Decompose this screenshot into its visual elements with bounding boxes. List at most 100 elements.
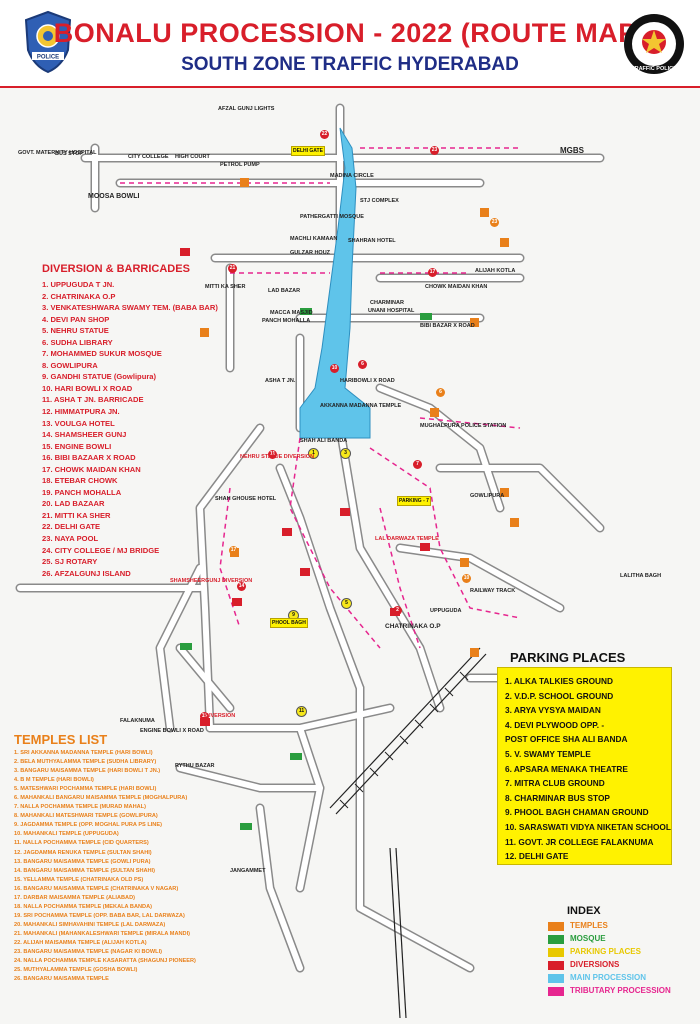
diversion-item: 16. BIBI BAZAAR X ROAD (42, 453, 136, 463)
legend-label: TEMPLES (570, 921, 608, 930)
parking-item: 12. DELHI GATE (505, 851, 569, 862)
label-petrol-pump: PETROL PUMP (220, 162, 260, 168)
parking-item: 7. MITRA CLUB GROUND (505, 778, 605, 789)
label-railway-track: RAILWAY TRACK (470, 588, 516, 594)
label-chatrinaka: CHATRINAKA O.P (385, 623, 441, 630)
temple-item: 11. NALLA POCHAMMA TEMPLE (CID QUARTERS) (14, 840, 149, 847)
label-mogalpura: MUGHALPURA POLICE STATION (420, 423, 507, 429)
label-engine-bowli: ENGINE BOWLI X ROAD (140, 728, 204, 734)
temple-item: 18. NALLA POCHAMMA TEMPLE (MEKALA BANDA) (14, 903, 152, 910)
diversion-item: 14. SHAMSHEER GUNJ (42, 430, 127, 440)
label-govt-maternity: GOVT. MATERNITY HOSPITAL (18, 150, 97, 156)
legend-label: MAIN PROCESSION (570, 973, 647, 982)
label-haribowli: HARIBOWLI X ROAD (340, 378, 395, 384)
railway-track (329, 647, 487, 1019)
label-falaknuma: FALAKNUMA (120, 718, 155, 724)
diversion-item: 1. UPPUGUDA T JN. (42, 280, 115, 289)
diversions-list: 1. UPPUGUDA T JN. 2. CHATRINAKA O.P 3. VEN… (42, 279, 218, 579)
parking-marker: 5 (341, 598, 352, 609)
diversion-item: 7. MOHAMMED SUKUR MOSQUE (42, 349, 162, 359)
parking-panel: 1. ALKA TALKIES GROUND 2. V.D.P. SCHOOL G… (497, 667, 672, 865)
temple-item: 5. MATESHWARI POCHAMMA TEMPLE (HARI BOWL… (14, 786, 157, 793)
diversion-item: 2. CHATRINAKA O.P (42, 291, 116, 301)
parking-item: 8. CHARMINAR BUS STOP (505, 792, 610, 803)
label-lad-bazar: LAD BAZAR (268, 288, 301, 294)
diversion-item: 23. NAYA POOL (42, 534, 99, 544)
label-moosa-bowli: MOOSA BOWLI (88, 193, 140, 200)
label-bus-stop: BUS STOP (55, 151, 84, 157)
temple-item: 25. MUTHYALAMMA TEMPLE (GOSHA BOWLI) (14, 967, 138, 974)
temple-item: 21. MAHANKALI (MAHANKALESHWARI TEMPLE (M… (14, 930, 190, 937)
label-unani-hospital: UNANI HOSPITAL (368, 308, 415, 314)
label-charminar: CHARMINAR (370, 300, 404, 306)
label-macca-masjid: MACCA MASJID (270, 310, 313, 316)
label-bibi-bazar: BIBI BAZAR X ROAD (420, 323, 475, 329)
diversion-item: 6. SUDHA LIBRARY (42, 337, 113, 347)
diversion-item: 3. VENKATESHWARA SWAMY TEM. (BABA BAR) (42, 303, 218, 313)
label-machli-kaman: MACHLI KAMAAN (290, 236, 338, 242)
label-lalitha-bagh: LALITHA BAGH (620, 573, 662, 579)
label-aliyah-kotla: ALIJAH KOTLA (475, 268, 516, 274)
legend-label: MOSQUE (570, 934, 606, 943)
diversion-item: 19. PANCH MOHALLA (42, 487, 122, 497)
label-lal-darwaza: LAL DARWAZA TEMPLE (375, 536, 439, 542)
label-gowlipura: GOWLIPURA (470, 493, 505, 499)
logo-right-text: TRAFFIC POLICE (631, 66, 677, 72)
map-parking-mitra-club: PARKING - 7 (397, 496, 431, 506)
temple-marker: 23 (490, 218, 499, 227)
temple-item: 20. MAHANKALI SIMHAVAHINI TEMPLE (LAL DA… (14, 921, 166, 928)
temple-item: 22. ALIJAH MAISAMMA TEMPLE (ALIJAH KOTLA… (14, 939, 147, 946)
temple-item: 13. BANGARU MAISAMMA TEMPLE (GOWLI PURA) (14, 858, 151, 865)
label-rythu-bazar: RYTHU BAZAR (175, 763, 215, 769)
temple-item: 1. SRI AKKANNA MADANNA TEMPLE (HARI BOWL… (14, 750, 153, 756)
temple-item: 17. DARBAR MAISAMMA TEMPLE (ALIABAD) (14, 894, 135, 901)
label-shah-ali-banda: SHAH ALI BANDA (300, 438, 348, 444)
label-diversion: DIVERSION (205, 713, 236, 719)
label-nehru-statue: NEHRU STATUE DIVERSION (240, 454, 315, 460)
diversion-marker: 11 (268, 450, 277, 459)
label-panch-mohalla: PANCH MOHALLA (262, 318, 311, 324)
legend-swatch (548, 935, 564, 944)
diversion-item: 18. ETEBAR CHOWK (42, 476, 118, 486)
diversion-item: 15. ENGINE BOWLI (42, 441, 112, 451)
temple-item: 6. MAHANKALI BANGARU MAISAMMA TEMPLE (MO… (14, 795, 188, 802)
label-gulzar-houz: GULZAR HOUZ (290, 250, 331, 256)
temple-marker: 10 (462, 574, 471, 583)
label-stj-complex: STJ COMPLEX (360, 198, 399, 204)
legend-swatch (548, 922, 564, 931)
diversion-item: 8. GOWLIPURA (42, 360, 98, 370)
diversion-item: 4. DEVI PAN SHOP (42, 314, 110, 324)
label-afzal-gunj: AFZAL GUNJ LIGHTS (218, 106, 275, 112)
temple-item: 15. YELLAMMA TEMPLE (CHATRINAKA OLD PS) (14, 876, 144, 883)
page-header: POLICE BONALU PROCESSION - 2022 (ROUTE M… (0, 0, 700, 88)
diversion-item: 17. CHOWK MAIDAN KHAN (42, 464, 141, 474)
page-subtitle: SOUTH ZONE TRAFFIC HYDERABAD (181, 54, 519, 75)
temple-item: 3. BANGARU MAISAMMA TEMPLE (HARI BOWLI T… (14, 768, 161, 775)
main-procession-route (299, 127, 371, 439)
temple-item: 10. MAHANKALI TEMPLE (UPPUGUDA) (14, 831, 119, 838)
label-uppuguda: UPPUGUDA (430, 608, 462, 614)
legend-label: DIVERSIONS (570, 960, 620, 969)
diversion-marker: 21 (228, 264, 237, 273)
temple-item: 4. B M TEMPLE (HARI BOWLI) (14, 777, 94, 784)
label-patherghatti: PATHERGATTI MOSQUE (300, 214, 364, 220)
parking-item: 10. SARASWATI VIDYA NIKETAN SCHOOL (505, 821, 671, 832)
parking-heading: PARKING PLACES (510, 650, 626, 665)
parking-item: 9. PHOOL BAGH CHAMAN GROUND (505, 807, 649, 818)
page-title: BONALU PROCESSION - 2022 (ROUTE MAP) (53, 18, 647, 48)
label-shahran-hotel: SHAHRAN HOTEL (348, 238, 396, 244)
temple-item: 9. JAGDAMMA TEMPLE (OPP. MOGHAL PURA PS … (14, 822, 162, 829)
parking-item: 1. ALKA TALKIES GROUND (505, 676, 614, 686)
map-parking-phool-bagh: PHOOL BAGH (270, 618, 308, 628)
parking-marker: 1 (308, 448, 319, 459)
temple-item: 14. BANGARU MAISAMMA TEMPLE (SULTAN SHAH… (14, 867, 155, 874)
diversion-item: 24. CITY COLLEGE / MJ BRIDGE (42, 545, 160, 555)
label-akkanna: AKKANNA MADANNA TEMPLE (320, 403, 402, 409)
diversion-item: 5. NEHRU STATUE (42, 326, 109, 336)
label-high-court: HIGH COURT (175, 154, 210, 160)
temple-item: 26. BANGARU MAISAMMA TEMPLE (14, 976, 109, 983)
parking-item: 2. V.D.P. SCHOOL GROUND (505, 690, 614, 701)
index-heading: INDEX (567, 905, 601, 917)
map-parking-delhi-gate: DELHI GATE (291, 146, 325, 156)
legend-swatch (548, 987, 564, 996)
